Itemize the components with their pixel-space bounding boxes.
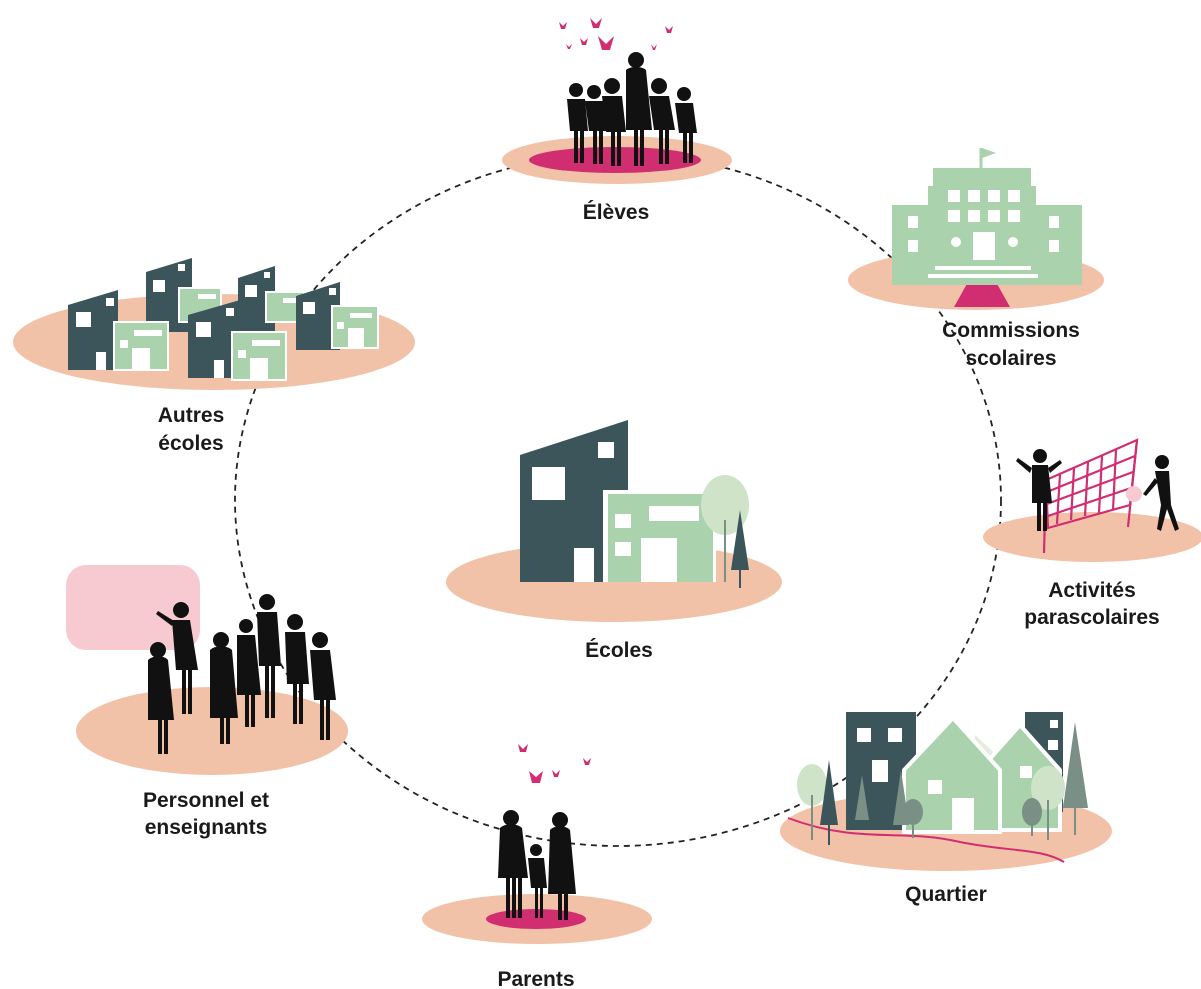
butterflies-icon [518, 744, 591, 783]
students-group-icon [567, 52, 697, 166]
volleyball-players-icon [1016, 438, 1179, 554]
butterflies-icon [559, 18, 673, 50]
node-label-line-1: Personnel et [143, 789, 269, 812]
platform [76, 687, 348, 775]
node-parents: Parents [422, 744, 652, 989]
node-eleves: Élèves [502, 18, 732, 224]
node-label: Parents [497, 968, 574, 989]
node-label-line-1: Autres [158, 404, 225, 427]
node-label-line-2: parascolaires [1024, 606, 1159, 629]
street-line [787, 817, 1065, 863]
node-activites: Activités parascolaires [983, 438, 1201, 629]
neighbourhood-houses-icon [797, 712, 1088, 845]
family-silhouette-icon [498, 810, 576, 920]
speech-bubble [66, 565, 200, 650]
school-buildings-icon [520, 420, 749, 588]
node-label-line-2: scolaires [965, 347, 1056, 370]
node-label: Écoles [585, 639, 653, 662]
node-commissions: Commissions scolaires [848, 148, 1104, 370]
node-label-line-2: écoles [158, 432, 223, 455]
node-label-line-2: enseignants [145, 816, 268, 839]
node-ecoles: Écoles [446, 420, 782, 662]
node-label-line-1: Activités [1048, 579, 1136, 602]
school-board-building-icon [892, 148, 1082, 285]
platform-accent [954, 282, 1010, 307]
other-schools-icon [68, 258, 379, 381]
node-autres: Autres écoles [13, 258, 415, 455]
platform [983, 512, 1201, 562]
node-quartier: Quartier [780, 712, 1112, 906]
node-label: Quartier [905, 883, 987, 906]
node-label: Élèves [583, 201, 650, 224]
node-label-line-1: Commissions [942, 319, 1080, 342]
node-personnel: Personnel et enseignants [66, 565, 348, 839]
staff-group-icon [148, 594, 336, 754]
